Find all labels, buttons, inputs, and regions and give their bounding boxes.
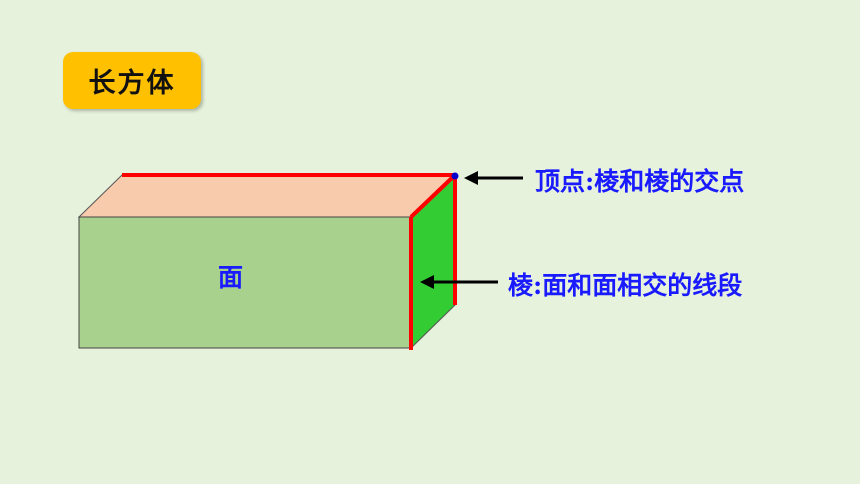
top-right-edge: [409, 173, 457, 219]
vertex-label: 顶点:棱和棱的交点: [535, 167, 745, 196]
front-face: [78, 216, 412, 349]
title-badge: 长方体: [63, 52, 201, 109]
title-text: 长方体: [88, 68, 176, 99]
top-face: [77, 174, 457, 218]
vertex-arrow-head: [464, 171, 478, 185]
vertex-dot: [451, 172, 459, 180]
edge-arrow-head: [420, 275, 434, 289]
face-label: 面: [218, 263, 244, 292]
edge-label: 棱:面和面相交的线段: [508, 271, 743, 300]
